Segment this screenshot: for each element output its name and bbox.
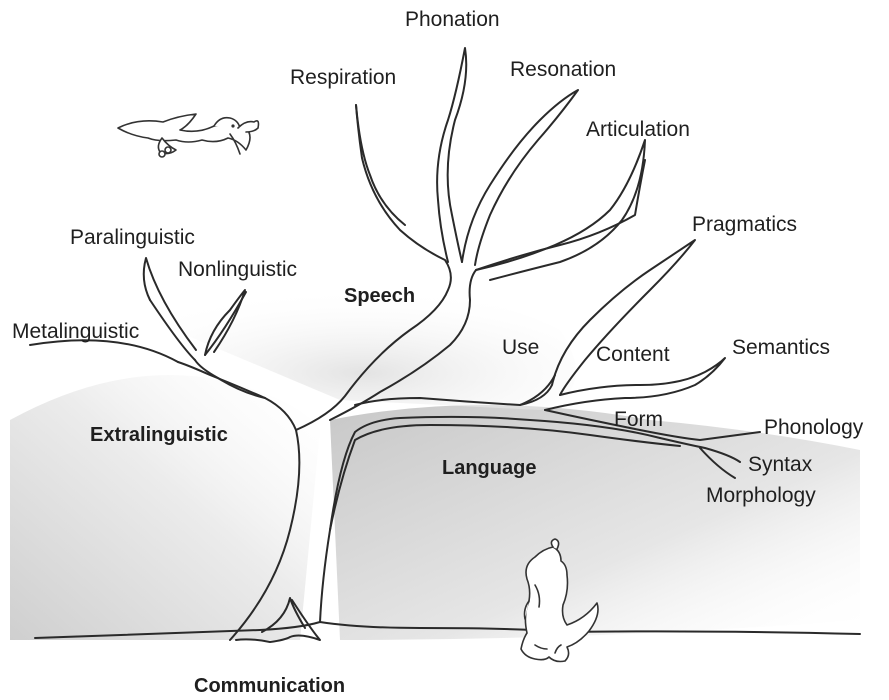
ground-line	[34, 621, 861, 639]
tree-trunk-left	[177, 361, 301, 641]
label-phonation: Phonation	[405, 8, 500, 31]
tree-trunk-right	[319, 415, 661, 623]
resonation-branch	[461, 89, 579, 266]
phonation-branch	[436, 47, 468, 263]
background-shading	[10, 287, 860, 640]
label-speech: Speech	[344, 285, 416, 307]
label-language: Language	[442, 457, 537, 479]
label-respiration: Respiration	[290, 66, 397, 89]
label-communication: Communication	[194, 675, 346, 697]
label-semantics: Semantics	[732, 336, 831, 359]
label-content: Content	[596, 343, 670, 366]
label-metalinguistic: Metalinguistic	[12, 320, 140, 343]
howling-dog-icon	[520, 538, 599, 663]
pragmatics-branch	[519, 374, 556, 406]
tree-roots	[235, 597, 321, 643]
label-pragmatics: Pragmatics	[692, 213, 798, 236]
label-form: Form	[614, 408, 663, 431]
form-lower-edge	[329, 424, 681, 531]
form-branch	[544, 409, 761, 479]
metalinguistic-branch	[29, 299, 196, 363]
label-extralinguistic: Extralinguistic	[90, 424, 228, 446]
label-resonation: Resonation	[510, 58, 617, 81]
bird-icon	[117, 113, 260, 158]
nonlinguistic-branch	[204, 291, 247, 356]
speech-trunk-inner	[329, 159, 646, 421]
label-articulation: Articulation	[586, 118, 690, 141]
paralinguistic-branch	[142, 257, 246, 356]
label-use: Use	[502, 336, 540, 359]
label-phonology: Phonology	[764, 416, 864, 439]
label-paralinguistic: Paralinguistic	[70, 226, 195, 249]
language-upper-edge	[354, 239, 696, 406]
extralinguistic-branch	[194, 359, 266, 399]
respiration-branch	[355, 104, 406, 226]
semantics-branch	[544, 357, 726, 411]
label-morphology: Morphology	[706, 484, 816, 507]
label-syntax: Syntax	[748, 453, 813, 476]
label-nonlinguistic: Nonlinguistic	[178, 258, 298, 281]
articulation-branch	[475, 139, 646, 281]
speech-trunk	[295, 104, 452, 431]
